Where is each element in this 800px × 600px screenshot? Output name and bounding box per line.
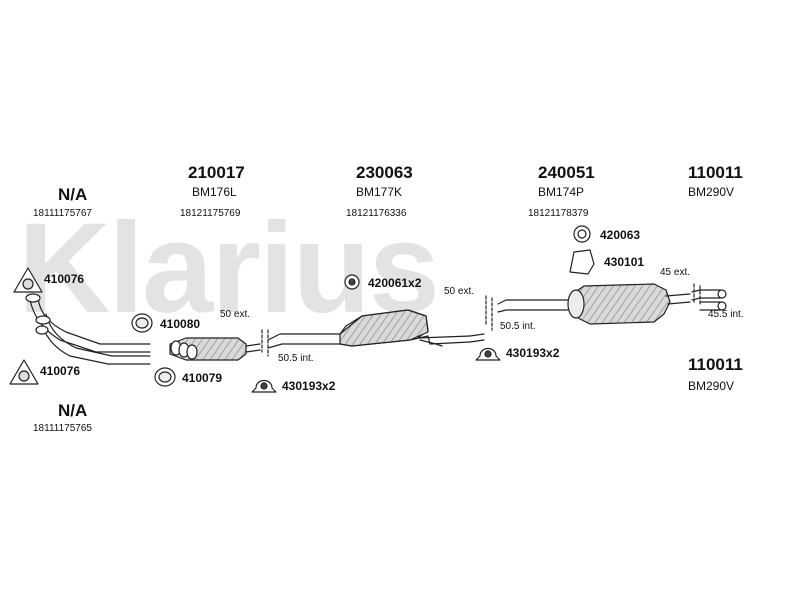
part-label-430193-front: 430193x2 <box>282 379 336 393</box>
group-title-rear-box: 240051 <box>538 163 595 182</box>
oe-number-bottom-left: 18111175765 <box>33 423 92 434</box>
dim-ext-joint-3: 45 ext. <box>660 267 691 278</box>
part-label-410076-top: 410076 <box>44 272 85 286</box>
code-tail-bottom: BM290V <box>688 379 735 393</box>
code-front-pipe: BM176L <box>192 185 237 199</box>
oe-number-front-pipe: 18121175769 <box>180 208 241 219</box>
oe-number-top-left: 18111175767 <box>33 208 92 219</box>
group-title-tail-top: 110011 <box>688 163 743 182</box>
flange-gasket-icon <box>13 267 43 293</box>
dim-int-joint-3: 45.5 int. <box>708 309 744 320</box>
dim-ext-joint-1: 50 ext. <box>220 309 251 320</box>
down-pipe-lower <box>35 313 151 365</box>
part-label-420063: 420063 <box>600 228 641 242</box>
dim-int-joint-1: 50.5 int. <box>278 353 314 364</box>
part-label-410076-bottom: 410076 <box>40 364 81 378</box>
part-label-420061: 420061x2 <box>368 276 422 290</box>
part-label-410080: 410080 <box>160 317 201 331</box>
code-tail-top: BM290V <box>688 185 735 199</box>
pipe-joint-2 <box>469 295 493 343</box>
tail-pipes-110011 <box>691 283 727 311</box>
oe-number-rear-box: 18121178379 <box>528 208 589 219</box>
dim-int-joint-2: 50.5 int. <box>500 321 536 332</box>
group-title-front-pipe: 210017 <box>188 163 245 182</box>
rubber-mount-icon <box>573 225 591 243</box>
clamp-icon <box>251 379 277 393</box>
oe-number-center-box: 18121176336 <box>346 208 407 219</box>
group-title-bottom-left: N/A <box>58 401 88 420</box>
group-title-center-box: 230063 <box>356 163 413 182</box>
dim-ext-joint-2: 50 ext. <box>444 286 475 297</box>
code-center-box: BM177K <box>356 185 403 199</box>
rear-silencer-240051 <box>497 283 691 325</box>
flange-gasket-icon <box>9 359 39 385</box>
part-label-410079: 410079 <box>182 371 223 385</box>
group-title-tail-bottom: 110011 <box>688 355 743 374</box>
code-rear-box: BM174P <box>538 185 585 199</box>
group-title-top-left: N/A <box>58 185 88 204</box>
front-pipe-210017 <box>169 329 269 361</box>
sealing-ring-icon <box>154 367 176 387</box>
hanger-bracket-icon <box>569 249 595 275</box>
centre-silencer-230063 <box>267 309 471 349</box>
clamp-icon <box>475 347 501 361</box>
part-label-430101: 430101 <box>604 255 645 269</box>
part-label-430193-rear: 430193x2 <box>506 346 560 360</box>
sealing-ring-icon <box>131 313 153 333</box>
rubber-mount-icon <box>344 274 360 290</box>
